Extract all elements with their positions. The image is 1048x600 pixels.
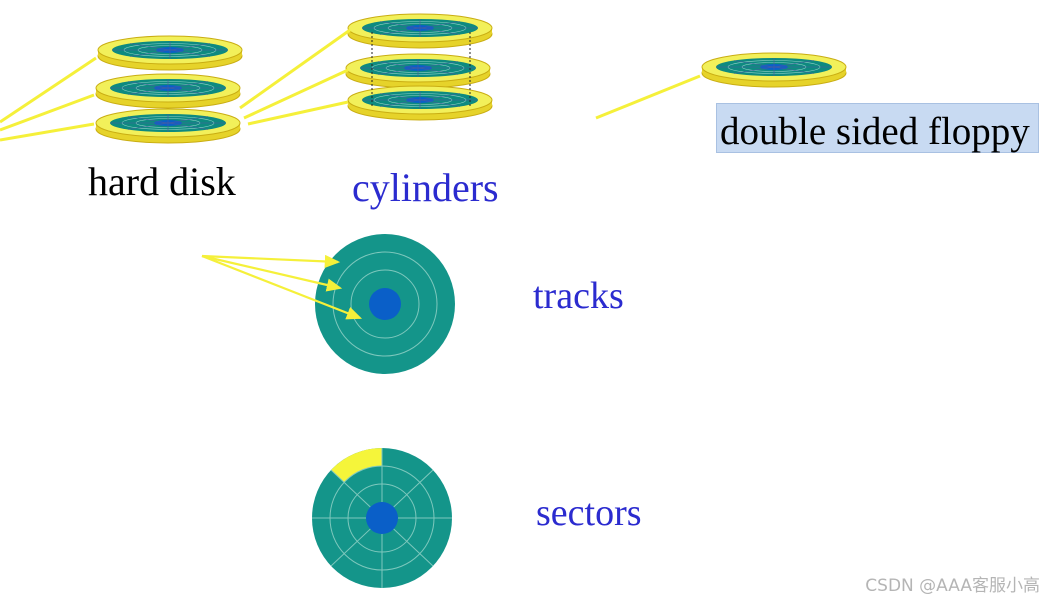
arrow-to-track-inner bbox=[201, 254, 363, 320]
label-cylinders: cylinders bbox=[352, 165, 499, 210]
cylinder-platter-top bbox=[347, 13, 493, 49]
hard-disk-platter-middle bbox=[95, 73, 241, 109]
label-sectors: sectors bbox=[536, 492, 642, 534]
arrow-to-cylinder-middle bbox=[243, 68, 349, 120]
sectors-disk bbox=[312, 447, 452, 588]
arrow-to-platter-bottom bbox=[0, 122, 95, 142]
cylinder-platter-middle bbox=[345, 53, 491, 89]
arrow-to-platter-middle bbox=[0, 93, 95, 132]
arrow-to-track-outer bbox=[201, 254, 341, 269]
arrow-to-floppy bbox=[595, 74, 701, 120]
cylinder-arrows bbox=[239, 28, 351, 126]
arrow-to-cylinder-bottom bbox=[247, 100, 349, 126]
label-tracks: tracks bbox=[533, 275, 624, 317]
hard-disk-stack bbox=[95, 35, 243, 144]
watermark: CSDN @AAA客服小高 bbox=[865, 576, 1040, 596]
arrow-to-track-middle bbox=[201, 254, 343, 292]
tracks-arrows bbox=[201, 254, 363, 320]
arrow-to-cylinder-top bbox=[239, 28, 351, 110]
tracks-disk bbox=[315, 234, 455, 374]
label-double-sided-floppy: double sided floppy bbox=[716, 103, 1039, 153]
hard-disk-platter-bottom bbox=[95, 108, 241, 144]
cylinders-stack bbox=[345, 13, 493, 121]
arrow-to-platter-top bbox=[0, 56, 97, 124]
label-hard-disk: hard disk bbox=[88, 159, 236, 204]
floppy-platter bbox=[701, 52, 847, 88]
cylinder-platter-bottom bbox=[347, 85, 493, 121]
hard-disk-arrows bbox=[0, 56, 97, 142]
hard-disk-platter-top bbox=[97, 35, 243, 71]
